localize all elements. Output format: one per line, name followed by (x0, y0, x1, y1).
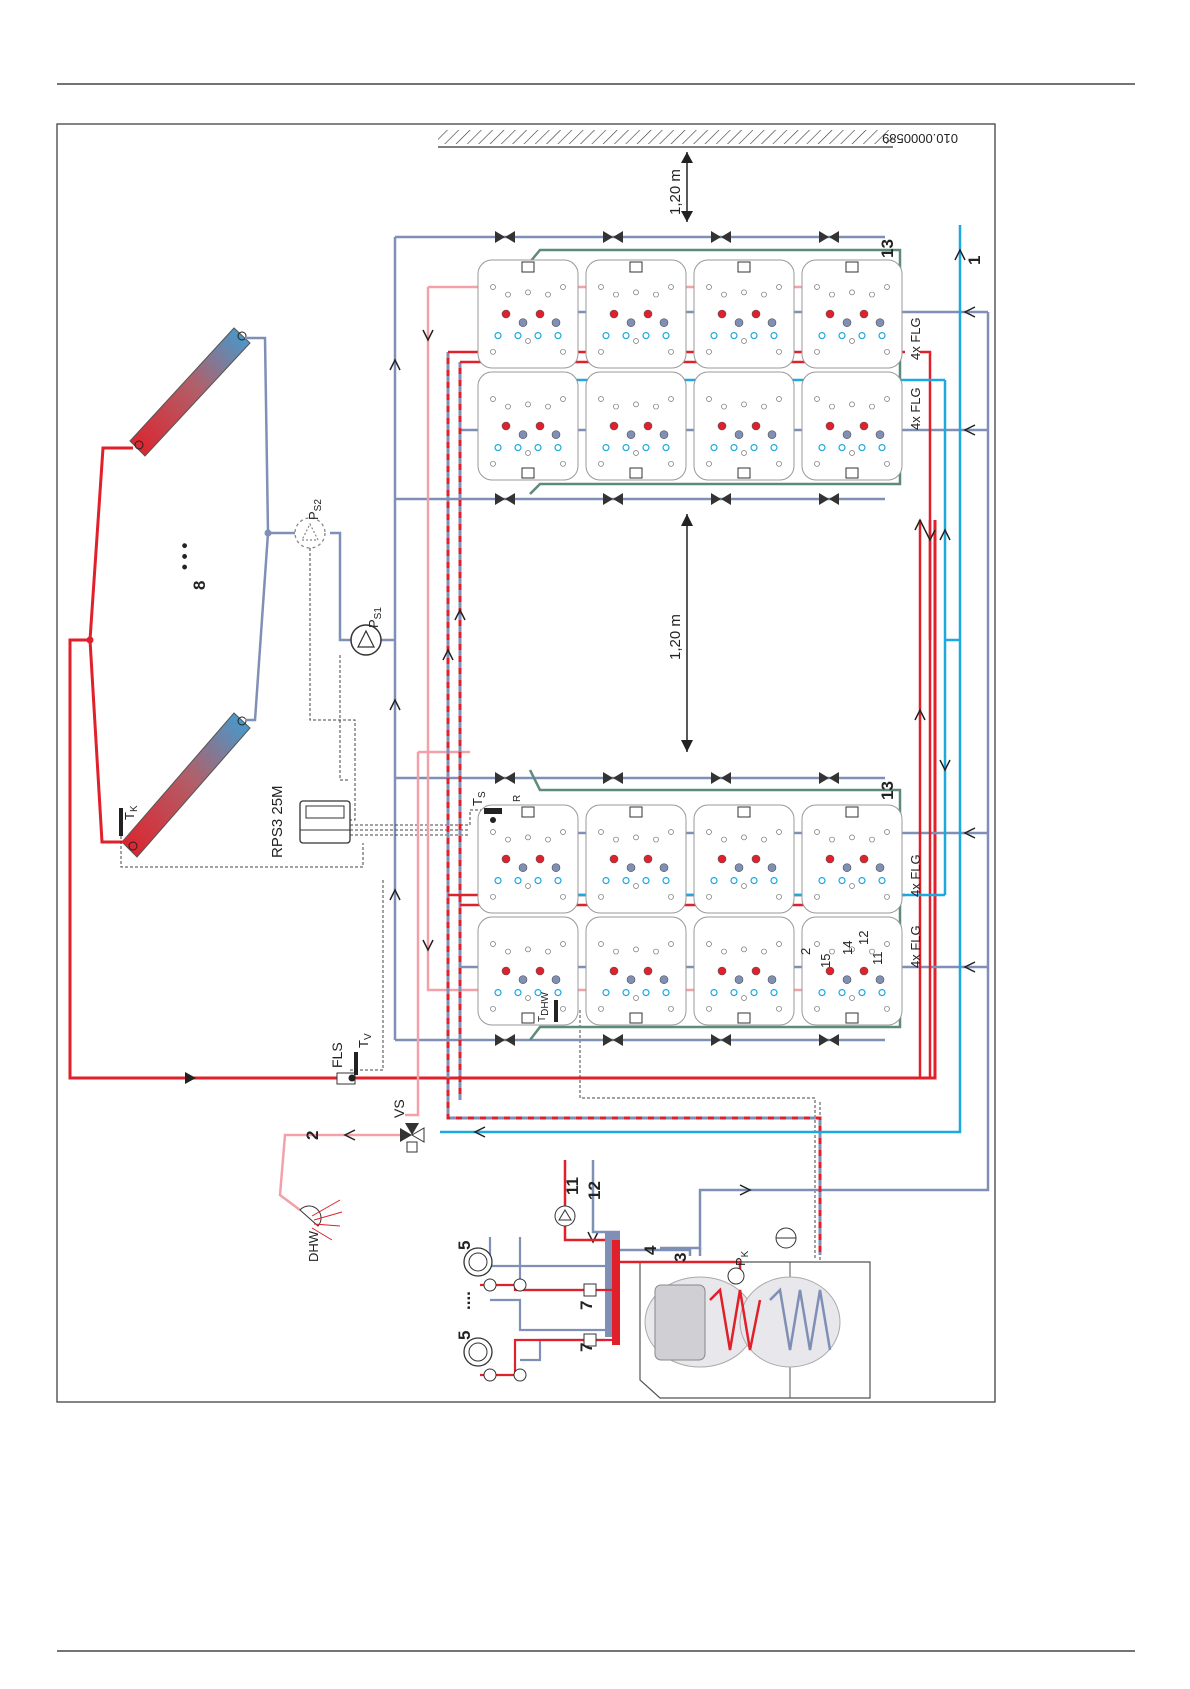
flg-label-top-1: 4x FLG (908, 317, 923, 360)
dimension-middle-label: 1,20 m (667, 614, 684, 660)
radiator-lower (464, 1338, 492, 1366)
storage-module (586, 260, 686, 368)
label-13-top: 13 (878, 239, 897, 258)
flg-label-bottom-2: 4x FLG (908, 925, 923, 968)
storage-module (802, 372, 902, 480)
label-4: 4 (641, 1245, 660, 1255)
dhw-label: DHW (306, 1230, 321, 1262)
dimension-top-label: 1,20 m (667, 169, 684, 215)
label-3: 3 (671, 1253, 690, 1262)
storage-module (694, 917, 794, 1025)
vs-label: VS (391, 1099, 407, 1118)
pump-ps2 (295, 518, 325, 548)
label-7b: 7 (577, 1343, 596, 1352)
storage-module (802, 805, 902, 913)
collector-count-dots: • • • (175, 543, 194, 570)
hot-trunk-dashed (448, 352, 820, 1255)
sensor-tk-label: TK (122, 805, 140, 820)
sensor-ts-label: TS (470, 791, 488, 806)
storage-module (694, 805, 794, 913)
label-2-module: 2 (798, 948, 813, 955)
label-11-module: 11 (870, 952, 885, 966)
controller-rps3 (300, 801, 350, 843)
drawing-id: 010.0000589 (882, 131, 958, 146)
label-14-module: 14 (840, 941, 855, 955)
sensor-r-label: R (512, 795, 523, 802)
storage-module (478, 260, 578, 368)
controller-label: RPS3 25M (269, 785, 286, 858)
circulation-pump-11 (555, 1206, 575, 1226)
label-dots: .... (455, 1291, 474, 1310)
flow-arrow (185, 1072, 196, 1084)
label-15-module: 15 (818, 954, 833, 968)
expansion-vessel (776, 1228, 796, 1248)
label-12-tank: 12 (585, 1181, 604, 1200)
storage-array-lower (478, 805, 902, 1025)
label-1: 1 (965, 256, 984, 265)
pump-ps1-label: PS1 (366, 607, 384, 628)
sensor-tv-label: TV (356, 1033, 374, 1048)
boiler-tank (640, 1262, 870, 1398)
storage-module (694, 260, 794, 368)
distribution-manifold (605, 1232, 620, 1345)
storage-module (478, 917, 578, 1025)
storage-module (478, 372, 578, 480)
storage-array-upper (478, 260, 902, 480)
label-5b: 5 (455, 1331, 474, 1340)
label-12-module: 12 (856, 931, 871, 945)
radiator-upper (464, 1248, 492, 1276)
solar-collector-upper (130, 328, 250, 456)
storage-module (694, 372, 794, 480)
storage-module (586, 372, 686, 480)
storage-module (586, 917, 686, 1025)
label-7a: 7 (577, 1301, 596, 1310)
flg-label-bottom-1: 4x FLG (908, 854, 923, 897)
flg-label-top-2: 4x FLG (908, 387, 923, 430)
mixing-valve-vs (400, 1123, 424, 1152)
label-2-out: 2 (303, 1131, 322, 1140)
label-5a: 5 (455, 1241, 474, 1250)
pump-pk (728, 1268, 744, 1284)
collector-count: 8 (190, 581, 209, 590)
pump-ps1 (351, 625, 381, 655)
storage-module (586, 805, 686, 913)
label-13-bottom: 13 (878, 781, 897, 800)
wall-hatch (438, 130, 893, 147)
storage-module (802, 260, 902, 368)
pump-ps2-label: PS2 (306, 499, 324, 520)
fls-label: FLS (329, 1042, 345, 1068)
label-11-tank: 11 (563, 1177, 582, 1195)
collector-array (122, 328, 250, 857)
storage-module (802, 917, 902, 1025)
solar-collector-lower (122, 713, 250, 857)
